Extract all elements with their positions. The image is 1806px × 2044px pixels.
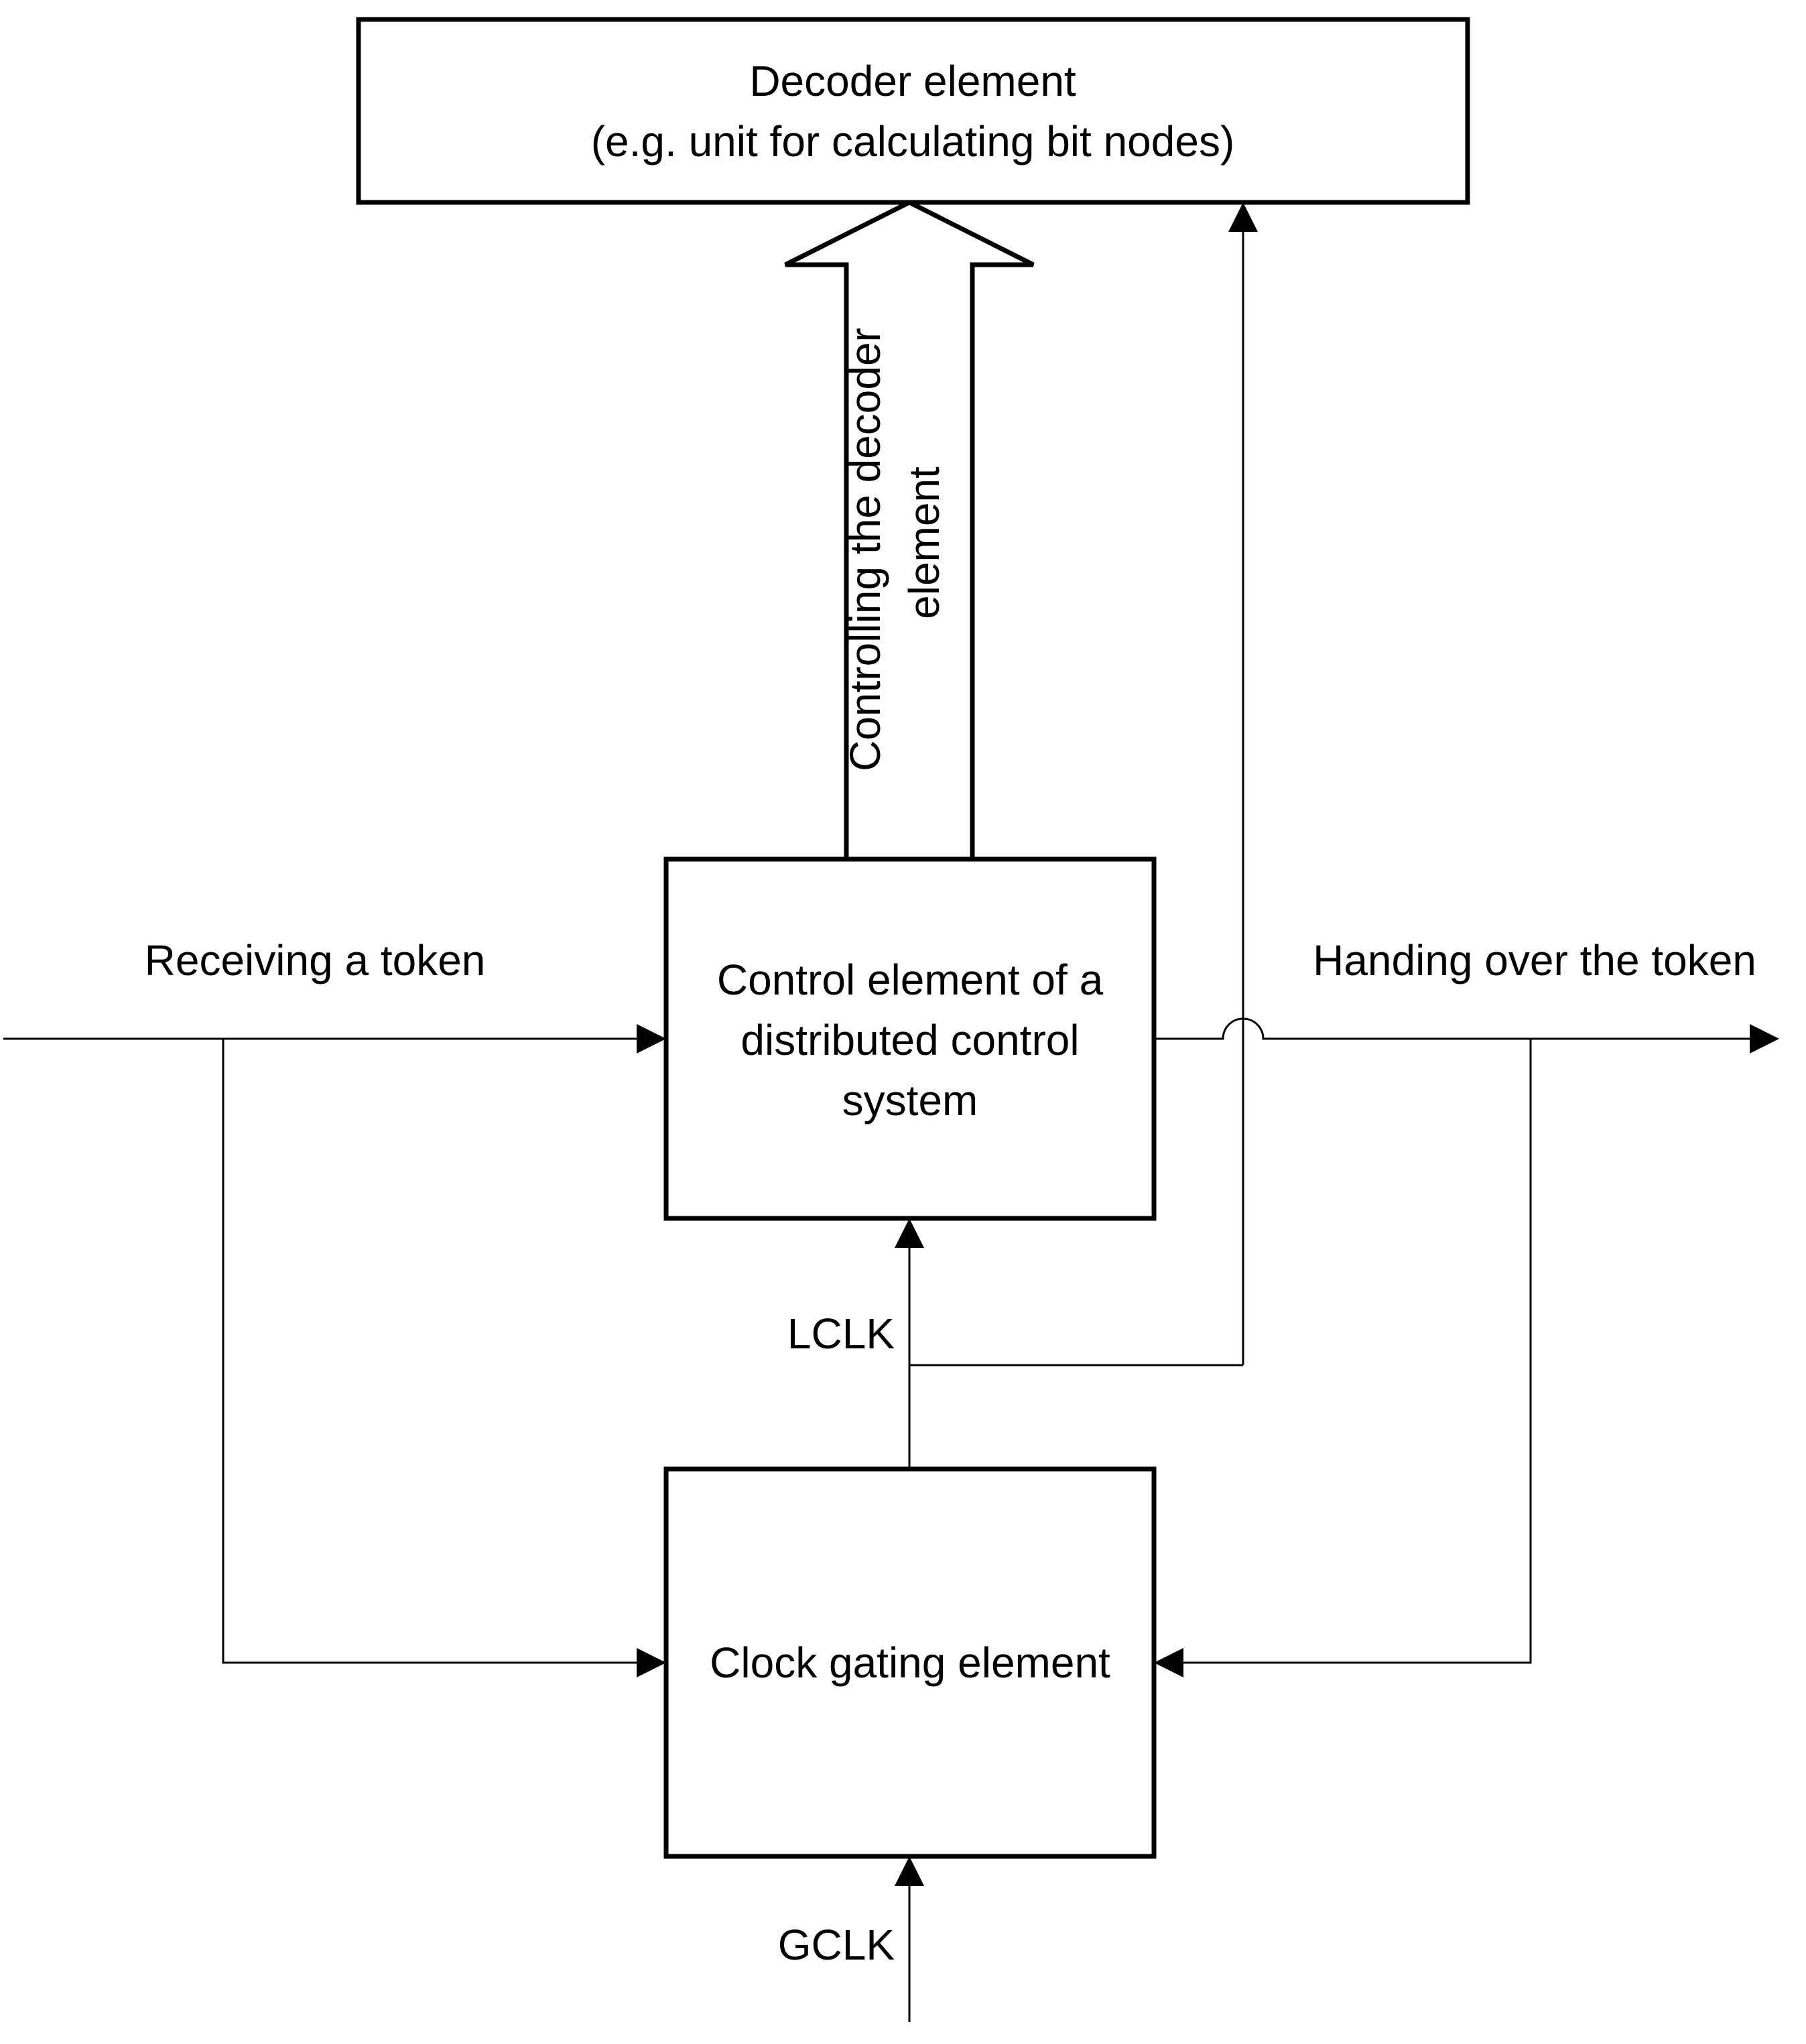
- handing-token-line: [1154, 1017, 1751, 1040]
- receiving-branch-line: [222, 1039, 637, 1664]
- receiving-token-arrowhead-icon: [637, 1024, 666, 1053]
- controlling-decoder-block-arrow: [784, 200, 1035, 862]
- decoder-label-line1: Decoder element: [749, 57, 1076, 105]
- control-element-box: [663, 856, 1157, 1221]
- big-arrow-label-line2: element: [900, 466, 948, 619]
- decoder-label-line2: (e.g. unit for calculating bit nodes): [591, 117, 1235, 166]
- handing-branch-line: [1183, 1039, 1532, 1664]
- lclk-arrowhead-icon: [895, 1218, 924, 1248]
- control-label-line1: Control element of a: [717, 956, 1104, 1004]
- decoder-element-box: [356, 17, 1470, 205]
- gclk-label: GCLK: [778, 1921, 895, 1969]
- gclk-arrowhead-icon: [895, 1856, 924, 1886]
- handing-token-arrowhead-icon: [1750, 1024, 1779, 1053]
- clock-right-arrowhead-icon: [1154, 1648, 1183, 1677]
- control-label-line3: system: [842, 1076, 978, 1125]
- decoder-arrowhead-icon: [1228, 202, 1258, 232]
- lclk-label: LCLK: [787, 1310, 895, 1358]
- big-arrow-label-line1: Controlling the decoder: [841, 328, 889, 771]
- handing-token-label: Handing over the token: [1313, 936, 1756, 984]
- clock-gating-label: Clock gating element: [710, 1639, 1110, 1687]
- clock-left-arrowhead-icon: [637, 1648, 666, 1677]
- receiving-token-label: Receiving a token: [145, 936, 486, 984]
- control-label-line2: distributed control: [740, 1016, 1079, 1064]
